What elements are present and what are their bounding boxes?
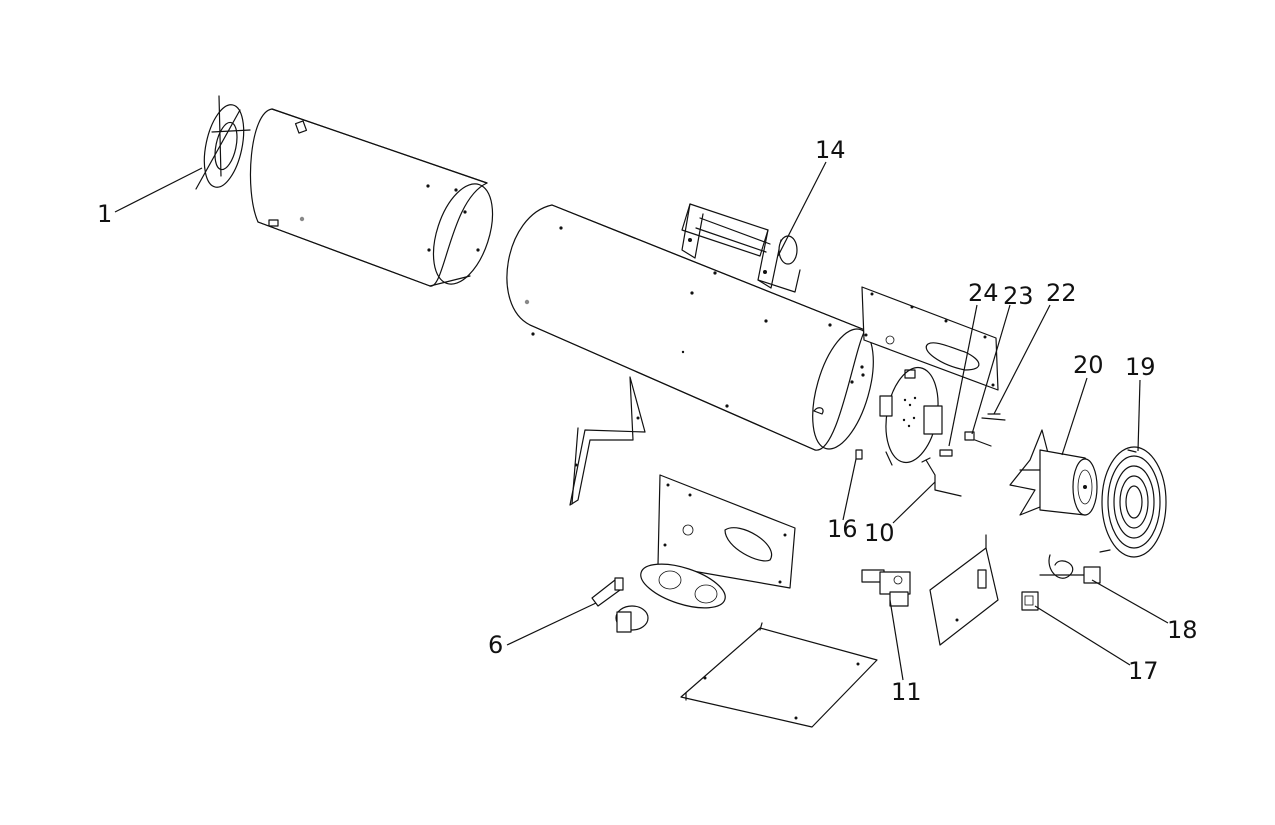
leader-22: [993, 304, 1051, 415]
part-handle: [681, 203, 801, 293]
part-clip: [855, 449, 863, 460]
callout-11: 11: [891, 678, 922, 706]
part-burner-disk: [879, 366, 943, 466]
part-grommet: [640, 563, 726, 609]
part-base-plate: [680, 622, 878, 728]
part-igniter-wire: [921, 457, 962, 497]
leader-23: [971, 304, 1011, 435]
leader-11: [889, 599, 904, 681]
callout-14: 14: [815, 136, 846, 164]
callout-18: 18: [1167, 616, 1198, 644]
leader-lines: [114, 161, 1169, 681]
part-power-cord: [1039, 554, 1101, 584]
part-bottom-bracket: [569, 376, 646, 506]
leader-6: [506, 602, 597, 646]
leader-1: [114, 167, 203, 213]
leader-10: [892, 481, 936, 524]
part-rear-shell: [506, 204, 874, 451]
part-lower-plate: [657, 474, 796, 589]
leader-16: [842, 458, 857, 521]
callout-1: 1: [97, 200, 113, 228]
callout-10: 10: [864, 519, 895, 547]
callout-24: 24: [968, 279, 999, 307]
leader-17: [1034, 605, 1131, 666]
leader-20: [1061, 377, 1088, 456]
callout-20: 20: [1073, 351, 1104, 379]
part-front-guard: [195, 95, 251, 190]
leader-19: [1137, 379, 1141, 452]
callout-6: 6: [488, 631, 504, 659]
part-rear-panel: [861, 286, 999, 391]
part-electrodes: [939, 413, 1006, 457]
part-side-bracket: [929, 534, 999, 646]
callout-22: 22: [1046, 279, 1077, 307]
callout-23: 23: [1003, 282, 1034, 310]
part-rear-guard: [1099, 446, 1167, 558]
part-front-shell: [249, 108, 494, 287]
leader-18: [1091, 579, 1169, 624]
callout-16: 16: [827, 515, 858, 543]
leader-24: [948, 304, 978, 447]
callout-17: 17: [1128, 657, 1159, 685]
part-fitting: [591, 577, 649, 633]
part-valve: [861, 569, 911, 607]
part-motor-fan: [1009, 429, 1098, 516]
leader-14: [777, 161, 827, 257]
callout-19: 19: [1125, 353, 1156, 381]
part-switch: [1021, 591, 1039, 611]
